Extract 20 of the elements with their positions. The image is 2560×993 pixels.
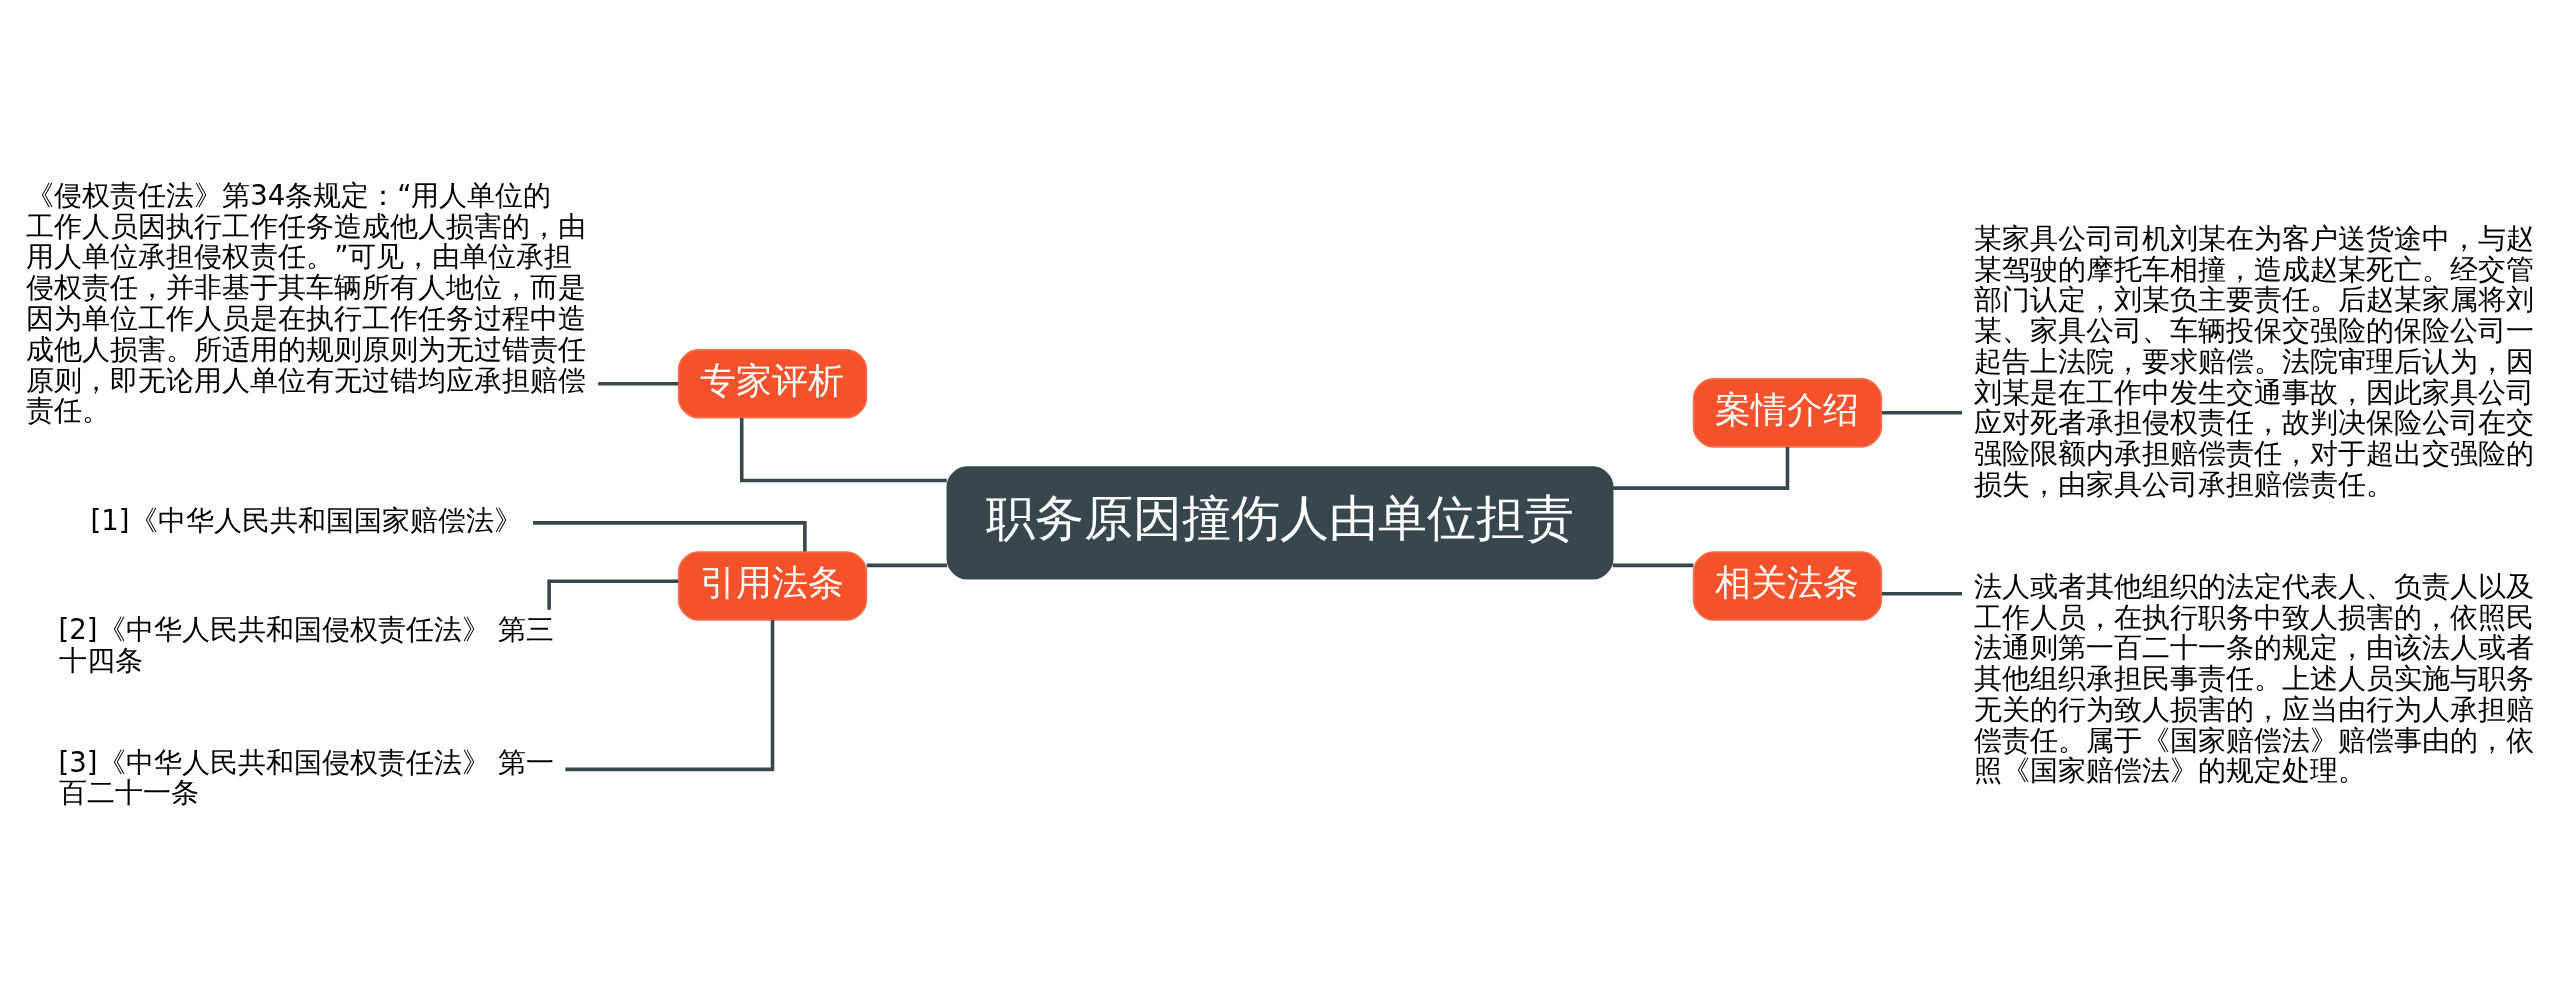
node-text: 法人或者其他组织的法定代表人、负责人以及工作人员，在执行职务中致人损害的，依照民法通则第一百二十一条的规定，由该法人或者其他组织承担民事责任。上述人员实施与职务无关的行为致人损害的，应当由行为人承担赔偿责任。属于《国家赔偿法》赔偿事由的，依照《国家赔偿法》的规定处理。	[1973, 569, 2534, 786]
node-text: [3]《中华人民共和国侵权责任法》 第一百二十一条	[58, 745, 555, 808]
node-box: 相关法条	[1692, 550, 1883, 621]
connector	[532, 520, 807, 551]
connector	[598, 381, 679, 385]
node-box: 引用法条	[677, 550, 868, 621]
connector	[1881, 410, 1962, 415]
node-box: 职务原因撞伤人由单位担责	[946, 465, 1614, 580]
node-text: [2]《中华人民共和国侵权责任法》 第三十四条	[58, 612, 555, 676]
node-text: [1]《中华人民共和国国家赔偿法》	[90, 503, 522, 536]
node-text: 某家具公司司机刘某在为客户送货途中，与赵某驾驶的摩托车相撞，造成赵某死亡。经交管部门认定，刘某负主要责任。后赵某家属将刘某、家具公司、车辆投保交强险的保险公司一起告上法院，要求赔偿。法院审理后认为，因刘某是在工作中发生交通事故，因此家具公司应对死者承担侵权责任，故判决保险公司在交强险限额内承担赔偿责任，对于超出交强险的损失，由家具公司承担赔偿责任。	[1973, 221, 2534, 500]
connector	[866, 563, 947, 567]
connector	[1881, 591, 1962, 595]
node-text: 《侵权责任法》第34条规定：“用人单位的工作人员因执行工作任务造成他人损害的，由用人单位承担侵权责任。”可见，由单位承担侵权责任，并非基于其车辆所有人地位，而是因为单位工作人员是在执行工作任务过程中造成他人损害。所适用的规则原则为无过错责任原则，即无论用人单位有无过错均应承担赔偿责任。	[26, 178, 587, 426]
node-box: 专家评析	[677, 348, 868, 418]
connector	[1612, 446, 1790, 490]
connector	[739, 417, 947, 482]
node-box: 案情介绍	[1692, 377, 1883, 448]
connector	[565, 619, 775, 771]
connector	[1612, 563, 1694, 567]
